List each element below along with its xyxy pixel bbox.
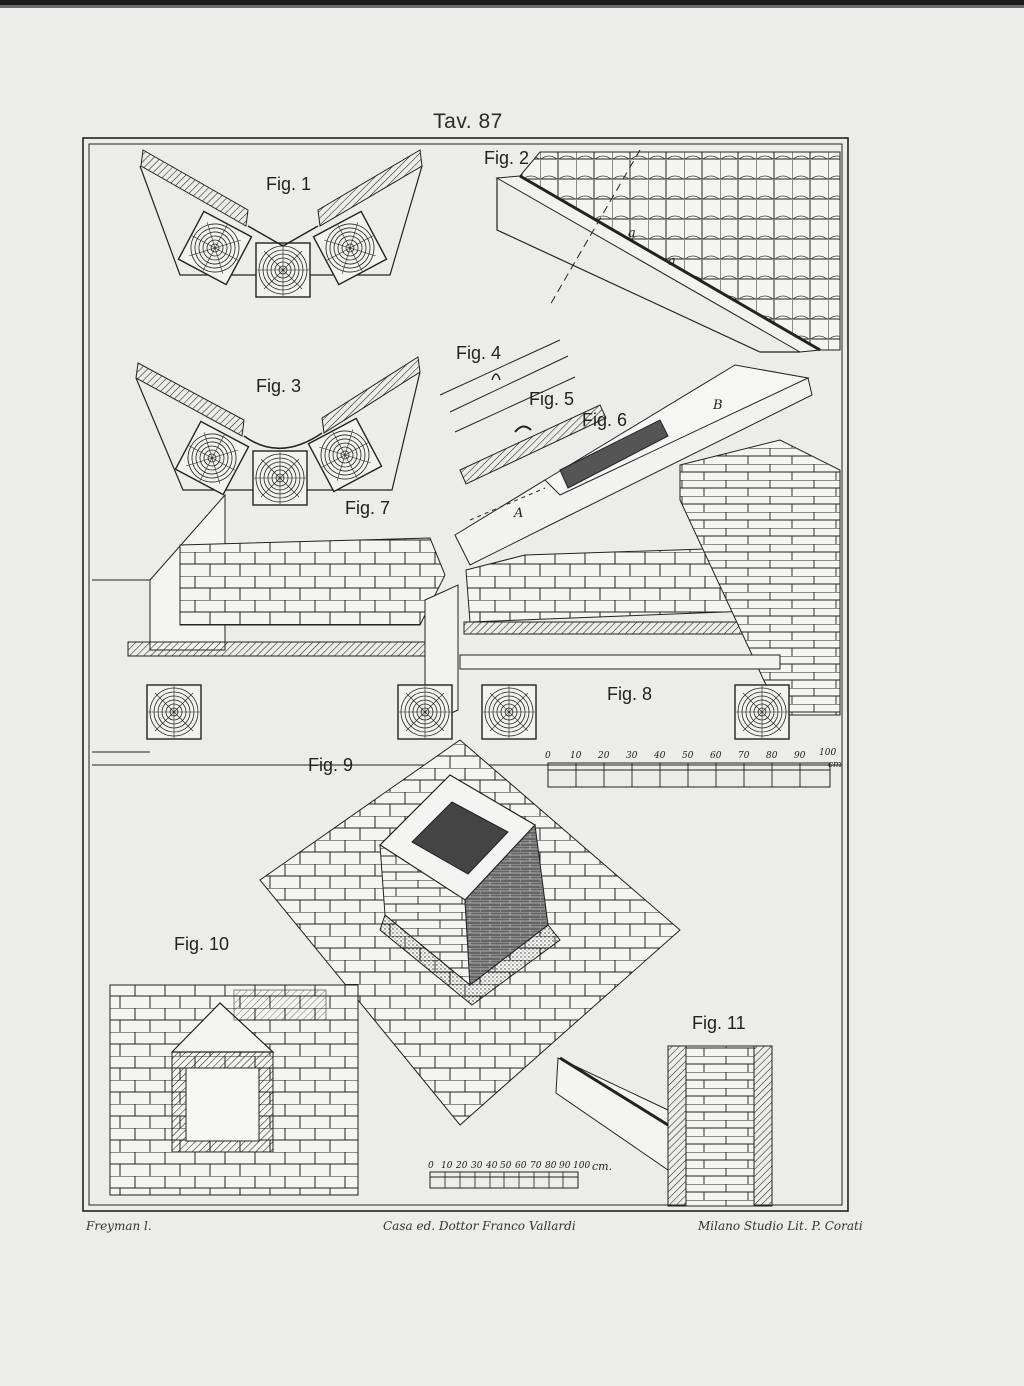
fig5-label: Fig. 5	[529, 389, 575, 409]
part-label-a-upper: a	[628, 226, 636, 241]
plate-title: Tav. 87	[433, 110, 503, 133]
fig2-drawing	[495, 149, 841, 353]
fig9-drawing	[259, 739, 681, 1126]
scale-small-tick: 20	[456, 1161, 468, 1171]
fig9-label: Fig. 9	[308, 755, 354, 775]
fig2-label: Fig. 2	[484, 148, 530, 168]
scale-small-tick: 0	[428, 1161, 434, 1171]
scanned-page-edge	[0, 0, 1024, 10]
fig1-drawing	[139, 149, 423, 298]
fig10-label: Fig. 10	[174, 934, 230, 954]
fig4-6-drawing	[439, 339, 813, 566]
scale-large-tick: 50	[682, 751, 694, 761]
scale-small-tick: 90	[559, 1161, 571, 1171]
part-label-A: A	[514, 506, 524, 521]
fig7-label: Fig. 7	[345, 498, 391, 518]
fig11-label: Fig. 11	[692, 1013, 746, 1033]
part-label-B: B	[713, 398, 723, 413]
scale-large-tick: 40	[654, 751, 666, 761]
part-label-a-lower: a	[668, 254, 676, 269]
scale-small-tick: 100	[573, 1161, 591, 1171]
scale-large-tick: 30	[626, 751, 638, 761]
scale-large-tick: 80	[766, 751, 778, 761]
fig8-label: Fig. 8	[607, 684, 653, 704]
scale-small-tick: 30	[471, 1161, 483, 1171]
scale-small-tick: 10	[441, 1161, 453, 1171]
credit-publisher: Casa ed. Dottor Franco Vallardi	[383, 1219, 576, 1233]
credit-lithographer: Milano Studio Lit. P. Corati	[698, 1219, 863, 1233]
scale-large-bar	[547, 762, 831, 788]
fig11-drawing	[555, 1045, 773, 1207]
scale-small-bar	[429, 1171, 579, 1189]
fig6-label: Fig. 6	[582, 410, 628, 430]
scale-large-tick: 90	[794, 751, 806, 761]
scale-small-tick: 60	[515, 1161, 527, 1171]
scale-large-tick: 0	[545, 751, 551, 761]
credit-draftsman: Freyman l.	[86, 1219, 152, 1233]
fig3-label: Fig. 3	[256, 376, 302, 396]
scale-large-tick: 70	[738, 751, 750, 761]
fig7-8-drawing	[92, 439, 842, 766]
fig4-label: Fig. 4	[456, 343, 502, 363]
scale-large-unit: cm	[828, 760, 842, 770]
scale-small-tick: 40	[486, 1161, 498, 1171]
fig10-drawing	[109, 984, 359, 1196]
fig3-drawing	[135, 356, 421, 506]
scale-large-tick: 100	[819, 748, 837, 758]
scale-large-tick: 20	[598, 751, 610, 761]
scale-large-tick: 60	[710, 751, 722, 761]
fig1-label: Fig. 1	[266, 174, 312, 194]
plate-frame-inner	[88, 143, 843, 1206]
scale-small-tick: 70	[530, 1161, 542, 1171]
scale-small-unit: cm.	[592, 1160, 613, 1173]
scale-small-tick: 80	[545, 1161, 557, 1171]
scale-small-tick: 50	[500, 1161, 512, 1171]
scale-large-tick: 10	[570, 751, 582, 761]
